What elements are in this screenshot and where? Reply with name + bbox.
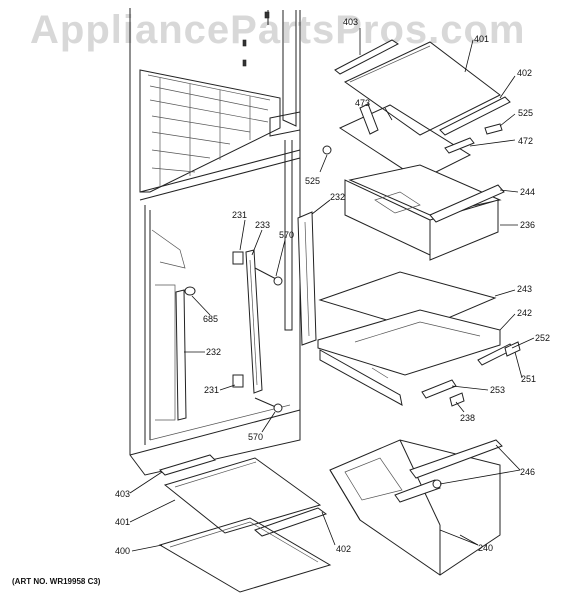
callout-400[interactable]: 400	[115, 546, 130, 556]
callout-231[interactable]: 231	[232, 210, 247, 220]
callout-570-b[interactable]: 570	[248, 432, 263, 442]
callout-402-b[interactable]: 402	[336, 544, 351, 554]
callout-403-b[interactable]: 403	[115, 489, 130, 499]
callout-525[interactable]: 525	[518, 108, 533, 118]
callout-240[interactable]: 240	[478, 543, 493, 553]
crisper-drawers	[329, 439, 503, 576]
callout-252[interactable]: 252	[535, 333, 550, 343]
bottom-shelf-assembly	[158, 454, 332, 593]
callout-232[interactable]: 232	[330, 192, 345, 202]
callout-231-b[interactable]: 231	[204, 385, 219, 395]
callout-233[interactable]: 233	[255, 220, 270, 230]
callout-238[interactable]: 238	[460, 413, 475, 423]
callout-242[interactable]: 242	[517, 308, 532, 318]
watermark: AppliancePartsPros.com	[30, 8, 526, 52]
callout-244[interactable]: 244	[520, 187, 535, 197]
callout-253[interactable]: 253	[490, 385, 505, 395]
callout-685[interactable]: 685	[203, 314, 218, 324]
shelf-rails	[175, 211, 317, 421]
callout-243[interactable]: 243	[517, 284, 532, 294]
callout-401[interactable]: 401	[474, 34, 489, 44]
crisper-assembly	[317, 271, 521, 407]
callout-246[interactable]: 246	[520, 467, 535, 477]
callout-403[interactable]: 403	[343, 17, 358, 27]
callout-232-b[interactable]: 232	[206, 347, 221, 357]
callout-251[interactable]: 251	[521, 374, 536, 384]
part-callouts: 403 401 402 473 525 472 525 244 232 231 …	[115, 17, 550, 556]
art-number: (ART NO. WR19958 C3)	[12, 577, 101, 586]
callout-473[interactable]: 473	[355, 98, 370, 108]
callout-401-b[interactable]: 401	[115, 517, 130, 527]
callout-402[interactable]: 402	[517, 68, 532, 78]
leader-lines	[129, 28, 535, 552]
callout-236[interactable]: 236	[520, 220, 535, 230]
top-shelf-assembly	[322, 39, 511, 181]
callout-525-b[interactable]: 525	[305, 176, 320, 186]
meat-drawer	[344, 164, 505, 261]
callout-570[interactable]: 570	[279, 230, 294, 240]
callout-472[interactable]: 472	[518, 136, 533, 146]
refrigerator-cabinet	[129, 8, 301, 476]
